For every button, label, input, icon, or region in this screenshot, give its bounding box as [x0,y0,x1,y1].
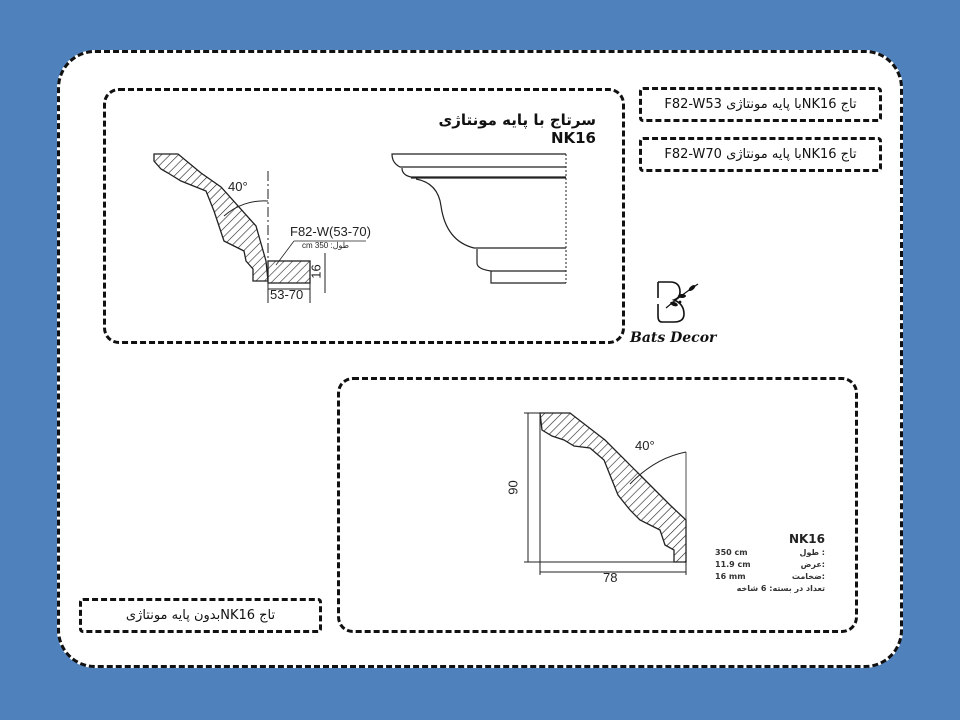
spec-label: تعداد در بسته: 6 شاخه [736,584,825,593]
height-dimension: 90 [505,480,521,495]
crown-elevation-drawing [391,153,566,284]
spec-label: عرض: [800,560,825,569]
spec-value: 350 cm [715,548,748,557]
spec-row: 350 cm طول : [715,548,825,557]
crown-profile-with-base-drawing [153,153,567,303]
spec-label: طول : [799,548,825,557]
crown-profile-section [153,153,269,282]
spec-model: NK16 [788,532,825,546]
logo-text: Bats Decor [630,330,717,346]
label-nk16-w53: تاج NK16با پایه مونتاژی F82-W53 [639,87,882,122]
logo-icon [657,281,699,323]
spec-row: تعداد در بسته: 6 شاخه [715,584,825,593]
width-dimension: 78 [603,570,618,585]
spec-label: ضخامت: [791,572,825,581]
angle-label: 40° [228,179,248,194]
panel-title: سرتاج با پایه مونتاژی NK16 [438,111,596,147]
spec-value: 16 mm [715,572,746,581]
profile-without-base-panel: 40° 90 78 NK16 350 cm طول : 11.9 cm عرض: 1… [337,377,858,633]
base-section [267,260,311,284]
profile-with-base-panel: سرتاج با پایه مونتاژی NK16 40° F82-W(53-… [103,88,625,344]
label-nk16-w70: تاج NK16با پایه مونتاژی F82-W70 [639,137,882,172]
spec-row: 16 mm ضخامت: [715,572,825,581]
label-nk16-no-base: تاج NK16بدون پایه مونتاژی [79,598,322,633]
angle-label: 40° [635,438,655,453]
bats-decor-logo: Bats Decor [630,278,725,348]
spec-table: NK16 350 cm طول : 11.9 cm عرض: 16 mm ضخامت:… [715,532,825,593]
width-dimension: 53-70 [270,287,304,302]
height-dimension: 16 [308,264,324,279]
length-note: طول: 350 cm [302,241,350,250]
crown-profile-section [539,412,687,563]
crown-profile-drawing [524,412,687,575]
spec-value: 11.9 cm [715,560,751,569]
base-model-label: F82-W(53-70) [290,224,371,239]
spec-row: 11.9 cm عرض: [715,560,825,569]
